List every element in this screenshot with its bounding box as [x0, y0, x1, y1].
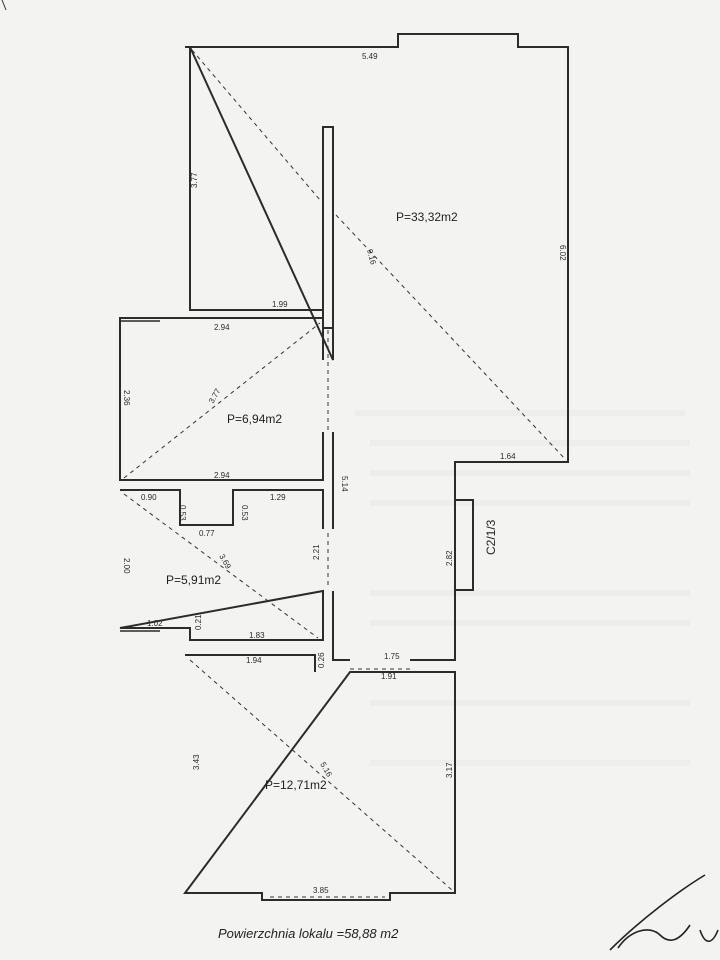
dim-2-36: 2.36 [122, 390, 131, 406]
dim-3-17: 3.17 [445, 762, 454, 778]
room-4-area: P=12,71m2 [265, 778, 327, 792]
dim-2-94: 2.94 [214, 471, 230, 480]
room-3-diagonal [123, 493, 319, 639]
room-4-diagonal [189, 659, 453, 891]
partition-wall [322, 126, 334, 328]
room-2 [119, 317, 329, 481]
dimension-labels: 5.49 3.77 1.99 9.16 6.02 1.64 2.94 3.77 … [122, 52, 567, 895]
dim-1-99: 1.99 [272, 300, 288, 309]
background-print [355, 410, 690, 766]
dim-0-77: 0.77 [199, 529, 215, 538]
room-1-diagonal-a [191, 49, 321, 201]
dim-0-90: 0.90 [141, 493, 157, 502]
dim-9-16: 9.16 [365, 248, 378, 266]
room-1-outline [185, 33, 569, 661]
room-1 [185, 33, 569, 661]
dim-5-16: 5.16 [318, 761, 334, 779]
room-2-outline [119, 317, 324, 481]
room-2-diagonal [123, 322, 321, 479]
dim-2-00: 2.00 [122, 558, 131, 574]
dim-0-53: 0.53 [178, 505, 187, 521]
dim-0-26: 0.26 [317, 652, 326, 668]
dim-3-77: 3.77 [190, 172, 199, 188]
room-3 [119, 489, 329, 641]
stair-code-label: C2/1/3 [484, 519, 498, 555]
area-labels: P=33,32m2 P=6,94m2 P=5,91m2 P=12,71m2 [166, 210, 458, 792]
total-area-caption: Powierzchnia lokalu =58,88 m2 [218, 926, 399, 941]
dim-1-02: 1.02 [147, 619, 163, 628]
dim-1-91: 1.91 [381, 672, 397, 681]
dim-3-69: 3.69 [217, 553, 233, 571]
room-1-diagonal-b [335, 214, 567, 461]
dim-2-94: 2.94 [214, 323, 230, 332]
signature-mark [609, 874, 719, 951]
dim-2-21: 2.21 [312, 544, 321, 560]
room-4 [183, 654, 456, 901]
room-3-outline [119, 489, 324, 641]
dim-3-85: 3.85 [313, 886, 329, 895]
room-1-area: P=33,32m2 [396, 210, 458, 224]
room-3-area: P=5,91m2 [166, 573, 221, 587]
dim-5-14: 5.14 [340, 476, 349, 492]
dim-2-82: 2.82 [445, 550, 454, 566]
corner-mark [1, 0, 7, 11]
dim-1-75: 1.75 [384, 652, 400, 661]
dim-1-94: 1.94 [246, 656, 262, 665]
dim-0-53: 0.53 [240, 505, 249, 521]
dim-3-43: 3.43 [192, 754, 201, 770]
room-2-area: P=6,94m2 [227, 412, 282, 426]
dim-1-29: 1.29 [270, 493, 286, 502]
dim-6-02: 6.02 [558, 245, 567, 261]
room-4-outline [183, 654, 456, 901]
dim-5-49: 5.49 [362, 52, 378, 61]
dim-0-21: 0.21 [194, 614, 203, 630]
stair-niche [455, 499, 474, 591]
dim-1-64: 1.64 [500, 452, 516, 461]
dim-1-83: 1.83 [249, 631, 265, 640]
